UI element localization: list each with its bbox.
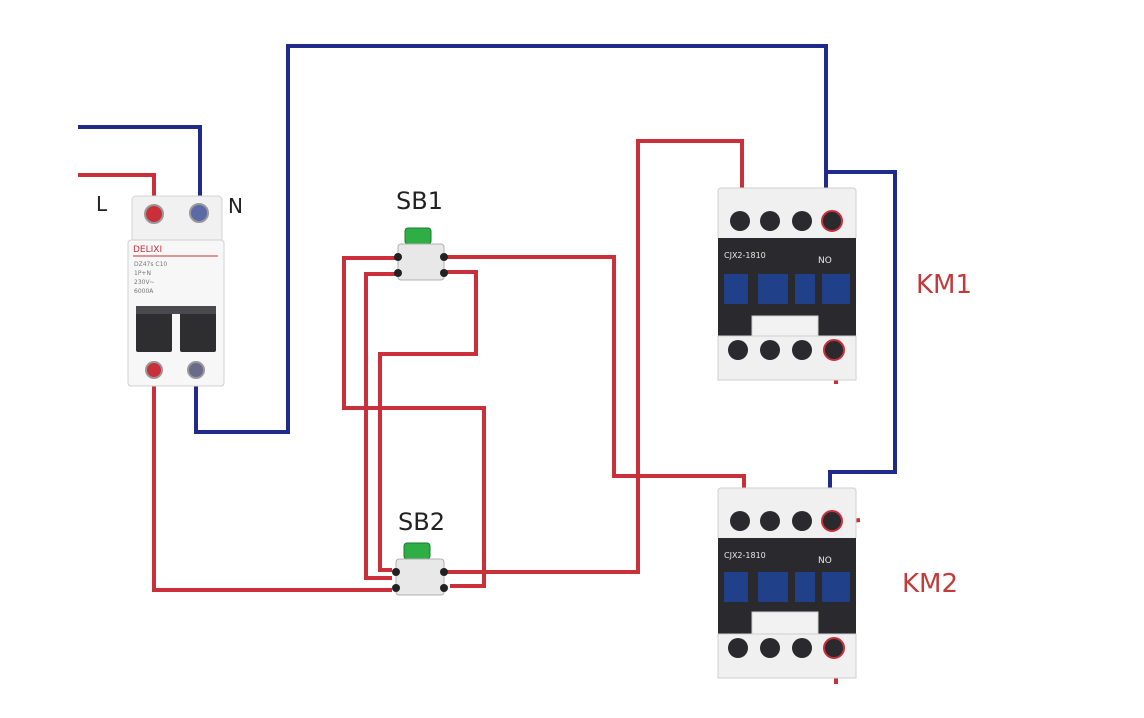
breaker-toggle-highlight [136, 306, 216, 314]
sb2-to-km1-wire [446, 139, 744, 574]
km1-top-terminal-3 [792, 211, 812, 231]
neutral-main-wire [194, 44, 828, 434]
km1-label-plate [751, 315, 819, 337]
km2-top-terminal-1 [730, 511, 750, 531]
neutral-supply-wire [78, 125, 202, 210]
km1-top-terminal-4 [821, 210, 843, 232]
km2-coil-right [795, 572, 815, 602]
contactor-km1: CJX2-1810 NO [717, 187, 857, 381]
km1-coil-mid [758, 274, 788, 304]
breaker-toggle-left[interactable] [136, 306, 172, 352]
sb2-cap[interactable] [403, 542, 431, 560]
sb1-to-km2-wire [446, 255, 746, 496]
sb2-terminal-3 [392, 584, 400, 592]
km1-coil-end [822, 274, 850, 304]
neutral-km-link-wire [826, 170, 897, 496]
label-km2: KM2 [902, 569, 958, 599]
km1-top-terminal-1 [730, 211, 750, 231]
contactor-km2: CJX2-1810 NO [717, 487, 857, 679]
km2-top-terminal-4 [821, 510, 843, 532]
km1-bottom-terminal-4 [823, 339, 845, 361]
sb2-terminal-2 [440, 568, 448, 576]
breaker-spec-4: 6000A [134, 288, 154, 295]
breaker-terminal-l-top [144, 204, 164, 224]
km2-bottom-terminal-1 [728, 638, 748, 658]
km1-coil-left [724, 274, 748, 304]
km2-coil-end [822, 572, 850, 602]
km2-contact: NO [818, 556, 832, 566]
sb1-terminal-1 [394, 253, 402, 261]
push-button-sb1[interactable] [394, 227, 448, 281]
km1-contact: NO [818, 256, 832, 266]
km2-model: CJX2-1810 [724, 551, 766, 560]
km2-coil-left [724, 572, 748, 602]
breaker-terminal-n-bottom [187, 361, 205, 379]
breaker-spec-3: 230V~ [134, 279, 155, 286]
breaker-toggle-right[interactable] [180, 306, 216, 352]
sb1-cap[interactable] [404, 227, 432, 245]
sb1-terminal-3 [394, 269, 402, 277]
sb1-left-bottom-wire [364, 272, 396, 580]
label-km1: KM1 [916, 270, 972, 300]
km2-top-terminal-3 [792, 511, 812, 531]
breaker-spec-2: 1P+N [134, 270, 151, 277]
km1-bottom-terminal-1 [728, 340, 748, 360]
km1-bottom-terminal-2 [760, 340, 780, 360]
breaker-terminal-n-top [189, 203, 209, 223]
circuit-breaker: DELIXI DZ47s C10 1P+N 230V~ 6000A [127, 195, 225, 387]
km1-bottom-terminal-3 [792, 340, 812, 360]
label-neutral: N [228, 194, 243, 218]
label-sb2: SB2 [398, 508, 445, 536]
sb1-right-inner-wire [378, 270, 478, 572]
breaker-terminal-l-bottom [145, 361, 163, 379]
live-breaker-out-wire [152, 368, 392, 592]
km2-top-terminal-2 [760, 511, 780, 531]
km2-label-plate [751, 611, 819, 635]
push-button-sb2[interactable] [392, 542, 448, 596]
label-sb1: SB1 [396, 187, 443, 215]
sb1-terminal-2 [440, 253, 448, 261]
breaker-spec-1: DZ47s C10 [134, 261, 167, 268]
km1-top-terminal-2 [760, 211, 780, 231]
sb2-base [395, 558, 445, 596]
km1-coil-right [795, 274, 815, 304]
km1-model: CJX2-1810 [724, 251, 766, 260]
sb2-terminal-4 [440, 584, 448, 592]
sb1-left-loop-wire [342, 256, 486, 588]
km2-coil-mid [758, 572, 788, 602]
sb1-base [397, 243, 445, 281]
km2-bottom-terminal-4 [823, 637, 845, 659]
sb2-terminal-1 [392, 568, 400, 576]
breaker-brand: DELIXI [133, 245, 162, 255]
neutral-wires [78, 44, 897, 496]
km2-bottom-terminal-3 [792, 638, 812, 658]
sb1-terminal-4 [440, 269, 448, 277]
km2-bottom-terminal-2 [760, 638, 780, 658]
label-line: L [96, 192, 108, 216]
